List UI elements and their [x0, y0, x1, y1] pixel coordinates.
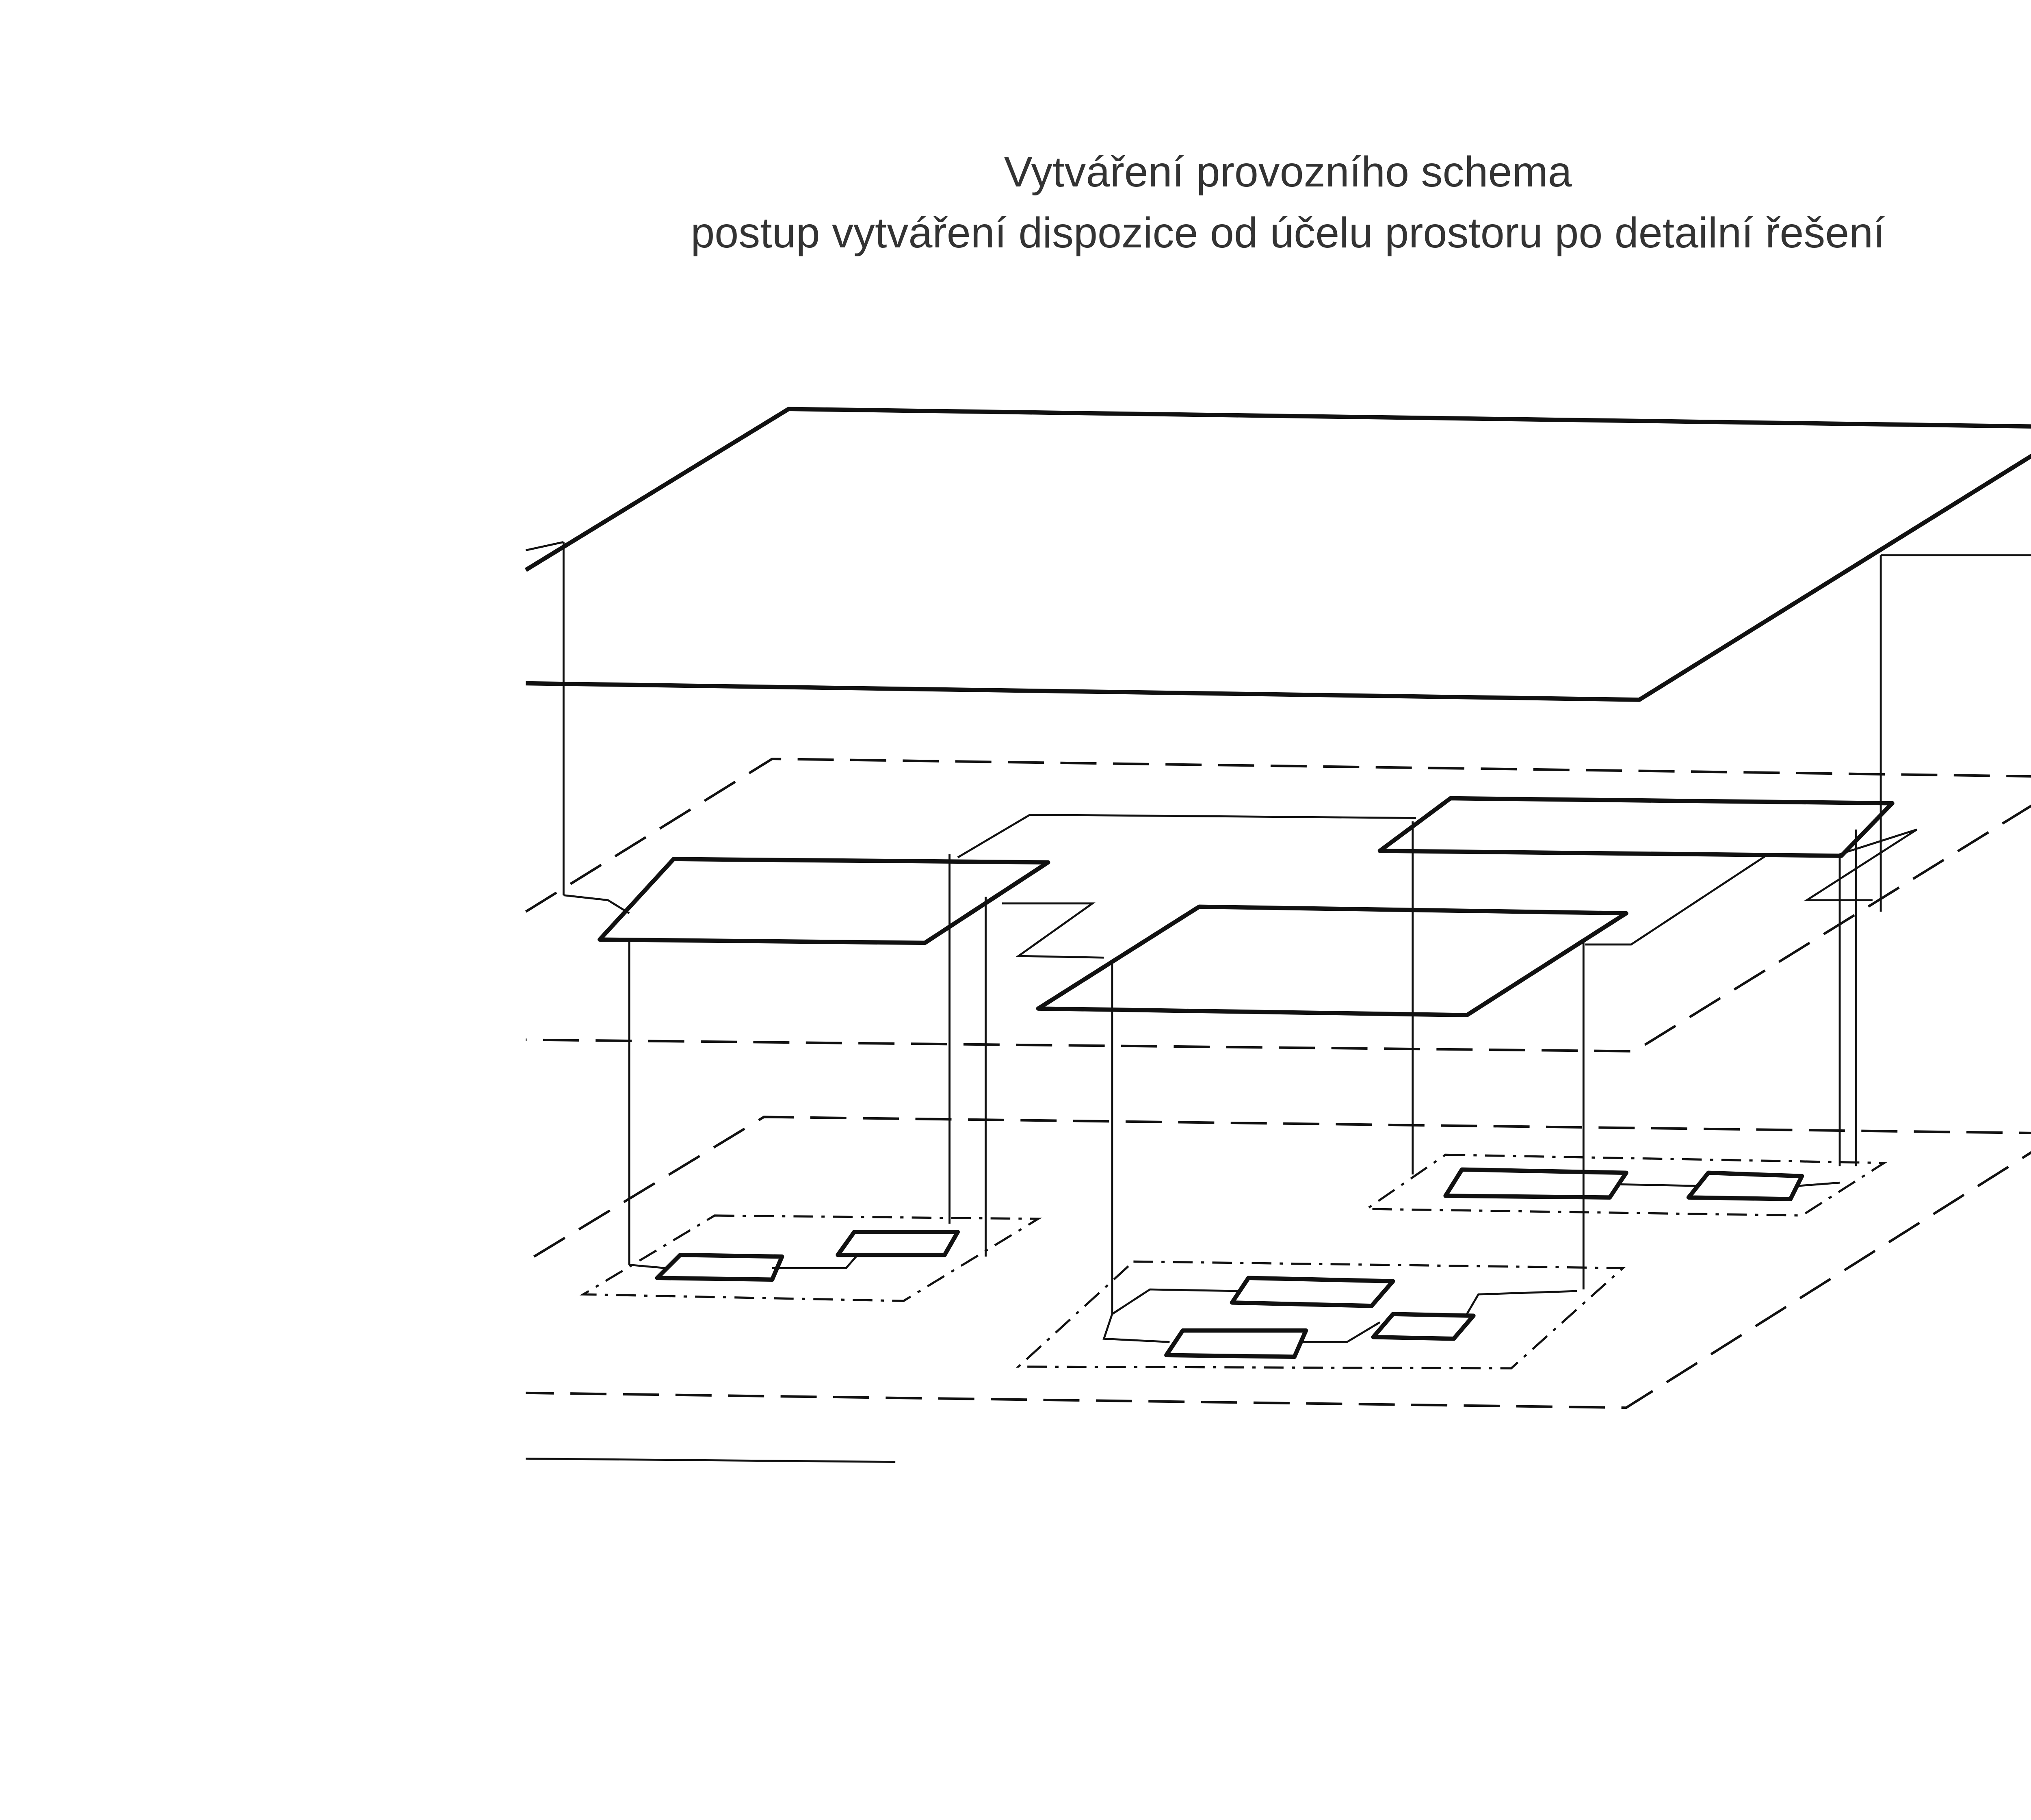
diagram-subtitle: postup vytváření dispozice od účelu pros…	[691, 209, 1885, 257]
zone-b	[1036, 904, 1628, 1018]
middle-plane-zones	[525, 757, 2031, 1053]
top-plane-purpose	[524, 407, 2031, 702]
diagram-title: Vytváření provozního schema	[1004, 148, 1572, 196]
zone-a	[598, 857, 1050, 945]
zone-c	[1377, 796, 1895, 858]
vertical-connectors	[562, 542, 1882, 1314]
bottom-plane-detail	[526, 1116, 2031, 1463]
